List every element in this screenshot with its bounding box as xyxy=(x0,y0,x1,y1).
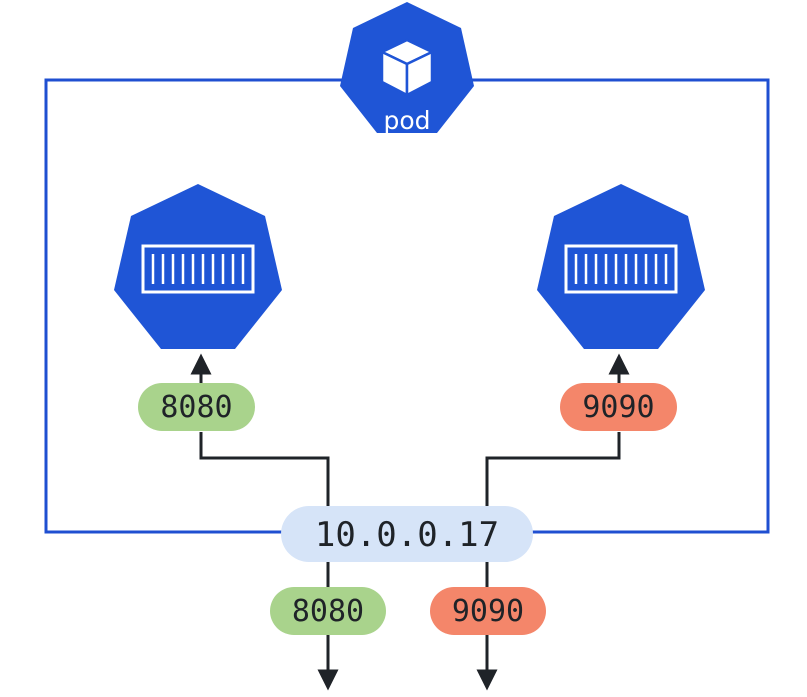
container-right xyxy=(537,184,705,349)
ip-address-pill: 10.0.0.17 xyxy=(281,506,533,562)
port-label-left: 8080 xyxy=(160,390,232,425)
port-pill-left: 8080 xyxy=(138,383,255,431)
container-left-hexagon xyxy=(114,184,282,349)
container-icon xyxy=(141,244,255,294)
connector-lines xyxy=(190,353,630,691)
pod-label: pod xyxy=(383,106,430,135)
external-port-label-right: 9090 xyxy=(452,594,524,629)
external-port-label-left: 8080 xyxy=(292,594,364,629)
container-icon xyxy=(564,244,678,294)
container-left xyxy=(114,184,282,349)
pod-badge: pod xyxy=(340,2,474,135)
port-label-right: 9090 xyxy=(582,390,654,425)
line-ip-to-8080 xyxy=(199,432,330,508)
ip-address-label: 10.0.0.17 xyxy=(315,515,499,555)
cube-icon xyxy=(380,38,434,97)
external-port-pill-left: 8080 xyxy=(270,587,386,635)
line-ip-to-9090 xyxy=(485,432,621,508)
container-right-hexagon xyxy=(537,184,705,349)
external-port-pill-right: 9090 xyxy=(430,587,546,635)
port-pill-right: 9090 xyxy=(560,383,677,431)
